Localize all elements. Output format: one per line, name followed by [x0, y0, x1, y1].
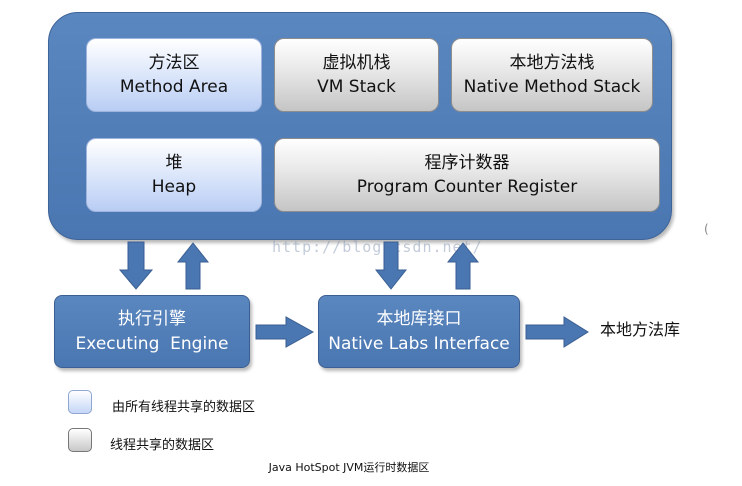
execution-engine-en: Executing Engine: [75, 333, 229, 354]
vm-stack-cn: 虚拟机栈: [322, 53, 391, 73]
execution-engine-box: 执行引擎 Executing Engine: [54, 295, 250, 368]
diagram-caption-text: Java HotSpot JVM运行时数据区: [268, 461, 430, 474]
arrow-down-to-interface: [374, 241, 408, 290]
arrow-interface-to-library: [525, 316, 589, 348]
native-library-label: 本地方法库: [600, 320, 681, 339]
arrow-up-from-engine: [176, 242, 210, 290]
method-area-en: Method Area: [119, 77, 229, 97]
legend-shared-swatch: [68, 390, 92, 414]
legend-private-swatch: [68, 428, 92, 452]
watermark-text: http://blog.csdn.net/: [272, 238, 483, 256]
pc-register-cn: 程序计数器: [424, 153, 510, 173]
native-interface-cn: 本地库接口: [376, 308, 462, 329]
execution-engine-cn: 执行引擎: [118, 308, 186, 329]
method-area-cn: 方法区: [148, 53, 200, 73]
native-method-stack-en: Native Method Stack: [463, 77, 641, 97]
native-interface-en: Native Labs Interface: [328, 333, 510, 354]
diagram-caption: Java HotSpot JVM运行时数据区: [0, 459, 742, 475]
heap-box: 堆 Heap: [86, 138, 262, 212]
vm-stack-en: VM Stack: [317, 77, 396, 97]
pc-register-en: Program Counter Register: [356, 177, 578, 197]
arrow-down-to-engine: [118, 241, 154, 290]
edge-mark: (: [704, 222, 709, 236]
heap-cn: 堆: [165, 153, 183, 173]
native-method-stack-box: 本地方法栈 Native Method Stack: [451, 38, 653, 112]
arrow-engine-to-interface: [255, 316, 315, 348]
heap-en: Heap: [151, 177, 197, 197]
native-method-stack-cn: 本地方法栈: [509, 53, 595, 73]
vm-stack-box: 虚拟机栈 VM Stack: [274, 38, 439, 112]
legend-shared-label: 由所有线程共享的数据区: [112, 400, 256, 415]
legend-private-label: 线程共享的数据区: [110, 438, 215, 453]
pc-register-box: 程序计数器 Program Counter Register: [274, 138, 660, 212]
native-interface-box: 本地库接口 Native Labs Interface: [318, 295, 520, 368]
method-area-box: 方法区 Method Area: [86, 38, 262, 112]
arrow-up-from-interface: [446, 242, 480, 290]
